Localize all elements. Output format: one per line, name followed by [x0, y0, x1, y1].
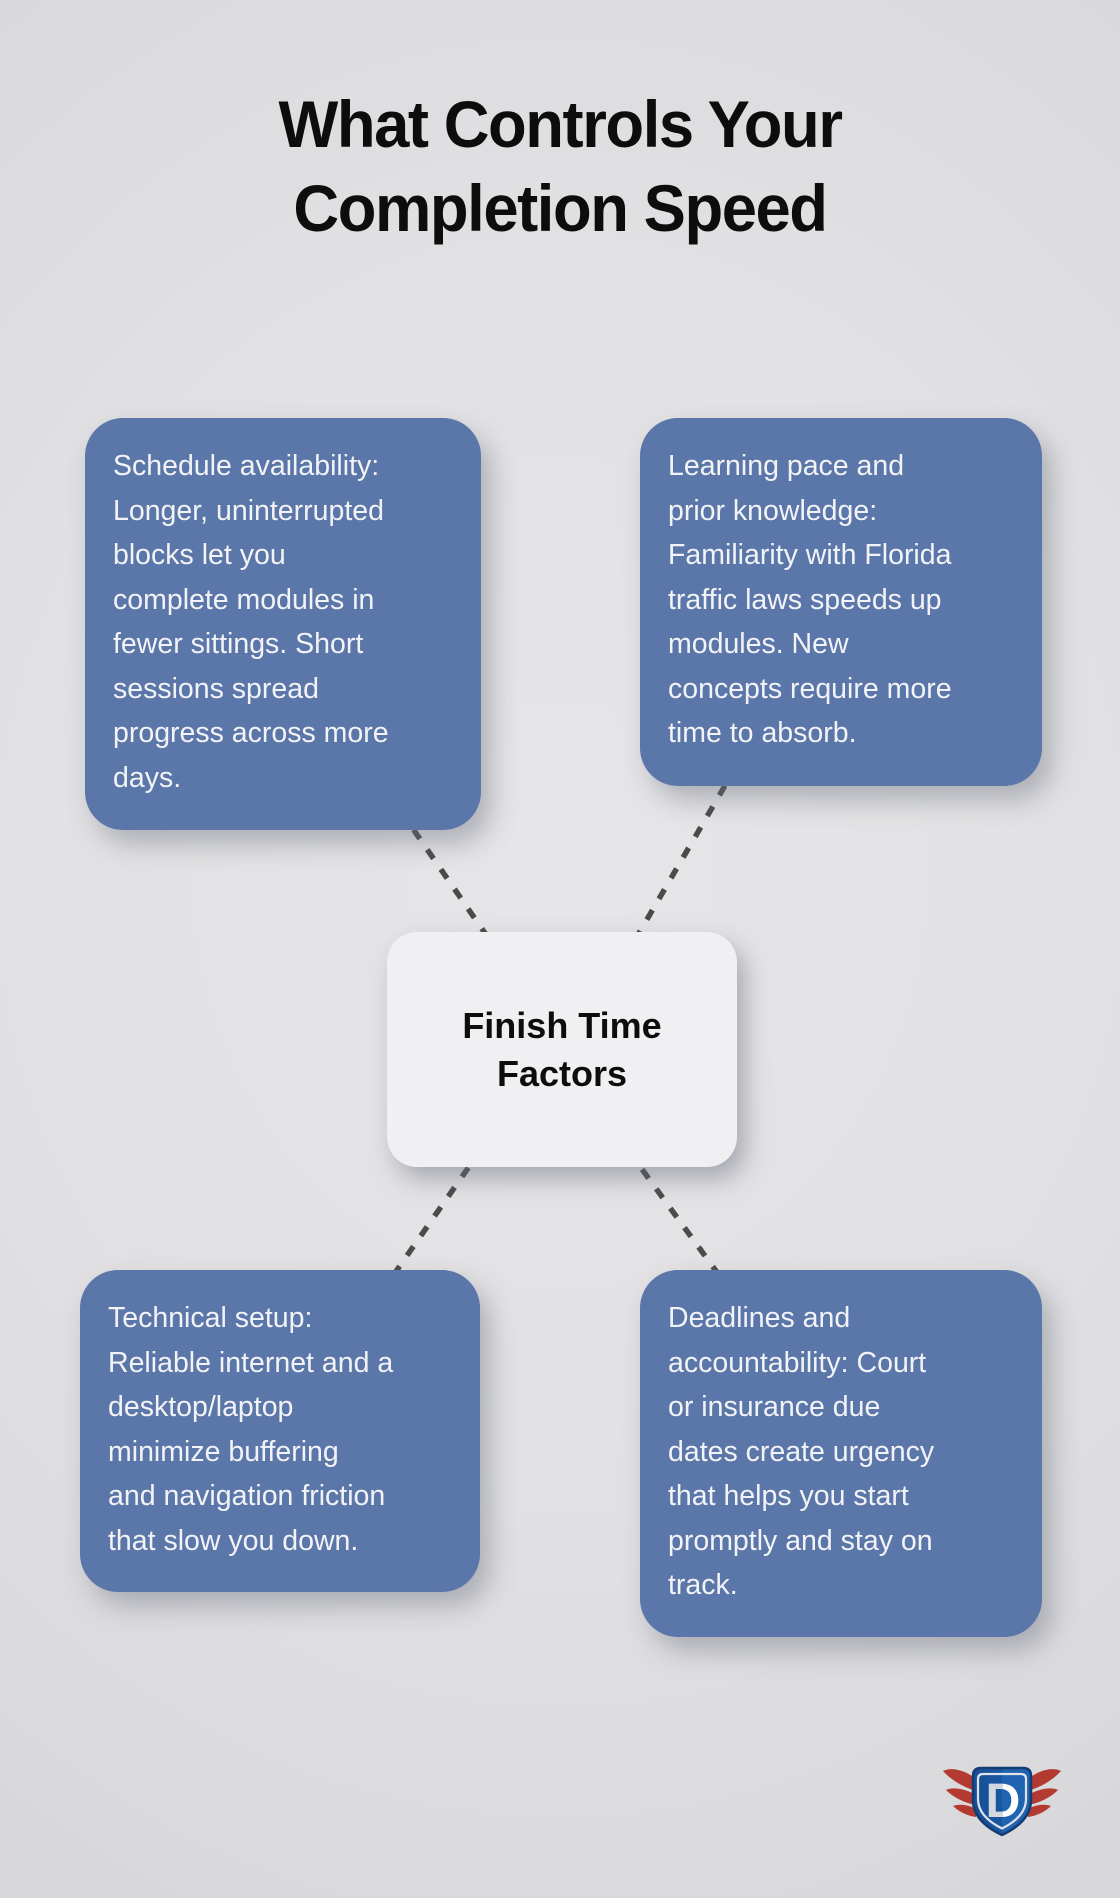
- brand-shield-logo: D: [943, 1766, 1061, 1837]
- connector-bottom-left: [387, 1146, 485, 1282]
- factor-box-schedule-availability: Schedule availability: Longer, uninterru…: [85, 418, 481, 830]
- connector-top-left: [397, 808, 503, 957]
- factor-box-technical-setup: Technical setup: Reliable internet and a…: [80, 1270, 480, 1592]
- factor-box-learning-pace: Learning pace and prior knowledge: Famil…: [640, 418, 1042, 786]
- center-node-finish-time-factors: Finish Time Factors: [387, 932, 737, 1167]
- logo-letter: D: [986, 1775, 1021, 1828]
- shield-d-icon: D: [971, 1766, 1033, 1837]
- connector-bottom-right: [625, 1148, 727, 1284]
- connector-top-right: [625, 763, 740, 954]
- left-wing-icon: [943, 1769, 976, 1817]
- factor-box-deadlines-accountability: Deadlines and accountability: Court or i…: [640, 1270, 1042, 1637]
- right-wing-icon: [1028, 1769, 1061, 1817]
- page-title: What Controls Your Completion Speed: [278, 87, 843, 245]
